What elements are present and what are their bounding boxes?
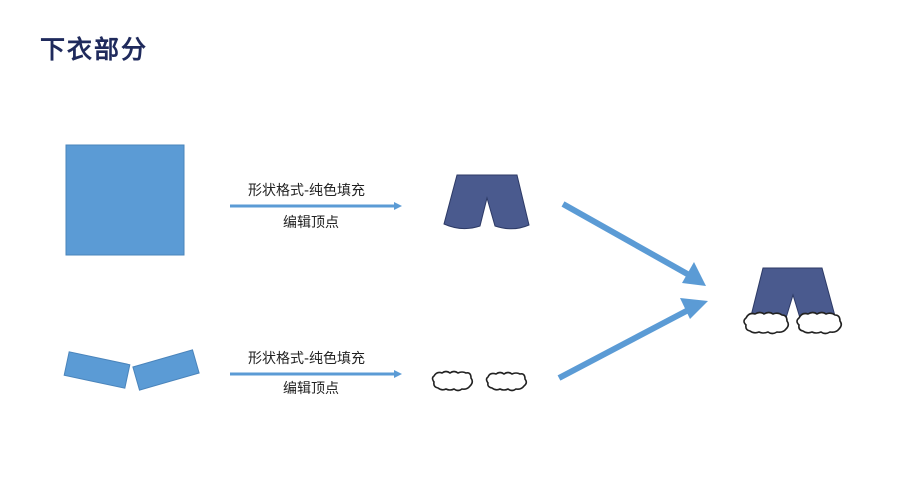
merge-arrow-top [561,201,700,283]
merge-arrowhead-top [682,262,706,286]
merge-arrowhead-bottom [680,298,708,319]
pants-shape [443,174,530,230]
step2-label-bottom: 编辑顶点 [283,381,339,397]
merge-arrow-bottom [557,304,696,381]
fur-cuffs-shape [431,370,528,392]
tilted-rectangles-shape [63,349,200,391]
step1-label-top: 形状格式-纯色填充 [248,183,366,199]
final-pants-shape [743,267,843,335]
step1-label-bottom: 编辑顶点 [283,215,339,231]
page-title: 下衣部分 [40,35,149,64]
blue-square-shape [65,144,185,256]
step2-label-top: 形状格式-纯色填充 [248,351,366,367]
